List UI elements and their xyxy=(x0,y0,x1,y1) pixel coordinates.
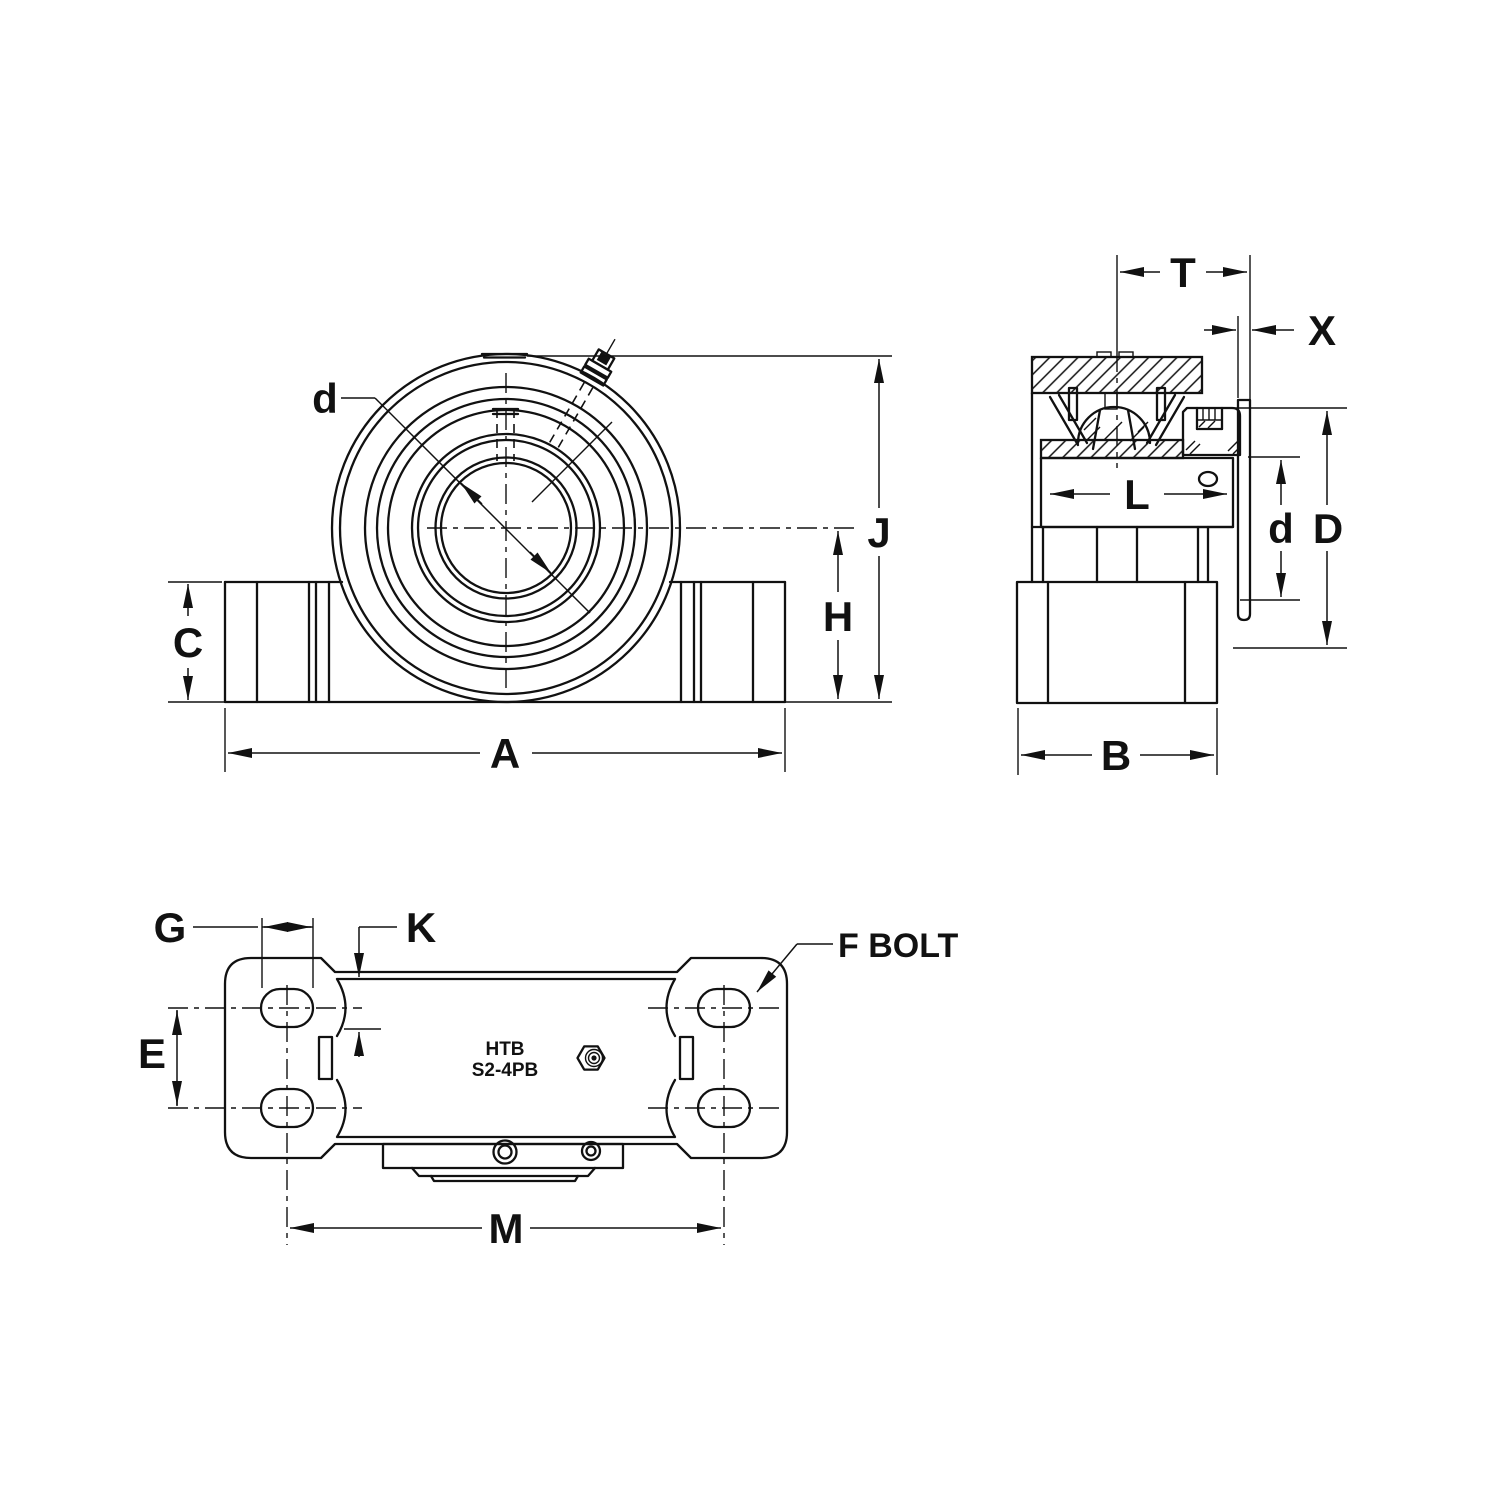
base-outline xyxy=(223,956,789,1160)
insert-ring-section xyxy=(1039,438,1185,460)
front-view: d C A J H xyxy=(168,338,892,777)
dim-label-T: T xyxy=(1170,249,1196,296)
locking-collar xyxy=(1181,406,1242,457)
side-base xyxy=(1015,580,1219,705)
bottom-dim-G: G xyxy=(154,904,314,988)
keyway-hidden-lines xyxy=(491,407,520,461)
front-base xyxy=(223,580,787,704)
flinger-plate xyxy=(1236,398,1252,622)
bottom-view: HTB S2-4PB G xyxy=(138,904,958,1252)
front-bore-dimension: d xyxy=(312,375,591,614)
dim-label-X: X xyxy=(1308,307,1336,354)
dim-label-H: H xyxy=(823,593,853,640)
bottom-dim-K: K xyxy=(344,904,436,1057)
dome-top-flat xyxy=(480,352,529,359)
bottom-callout-f-bolt: F BOLT xyxy=(756,927,958,993)
part-marking-model: S2-4PB xyxy=(472,1060,539,1081)
dim-label-G: G xyxy=(154,904,187,951)
dim-label-B: B xyxy=(1101,732,1131,779)
side-dim-L: L xyxy=(1050,471,1227,518)
front-dim-C: C xyxy=(168,581,222,700)
dim-label-M: M xyxy=(489,1205,524,1252)
housing-top-tabs xyxy=(1096,351,1134,358)
dim-label-C: C xyxy=(173,619,203,666)
front-dim-J: J xyxy=(527,355,892,699)
dim-label-K: K xyxy=(406,904,436,951)
dim-label-E: E xyxy=(138,1030,166,1077)
grease-zerk-icon xyxy=(576,1045,606,1071)
dim-label-F-bolt: F BOLT xyxy=(838,927,958,965)
side-dim-d: d xyxy=(1240,456,1300,601)
bearing-cavity xyxy=(1048,386,1186,451)
side-dim-T: T xyxy=(1116,249,1251,468)
bottom-dim-E: E xyxy=(138,1010,182,1106)
side-view: L T X xyxy=(1015,249,1347,779)
side-pedestal xyxy=(1030,525,1235,584)
grease-passage xyxy=(531,377,613,503)
dim-label-D: D xyxy=(1313,505,1343,552)
front-dim-A: A xyxy=(224,708,786,777)
part-marking-brand: HTB xyxy=(485,1039,524,1060)
side-dim-B: B xyxy=(1017,708,1218,779)
grease-fitting-icon xyxy=(579,338,616,387)
side-dim-D: D xyxy=(1230,407,1347,649)
dim-label-J: J xyxy=(867,509,890,556)
side-dim-X: X xyxy=(1204,307,1336,398)
dim-label-L: L xyxy=(1124,471,1150,518)
bottom-dim-M: M xyxy=(290,1205,721,1252)
slot-centerlines xyxy=(168,985,782,1245)
bottom-boss-block xyxy=(381,1139,625,1183)
dim-label-A: A xyxy=(490,730,520,777)
dim-label-d-side: d xyxy=(1268,505,1294,552)
dim-label-d-front: d xyxy=(312,375,338,422)
front-dim-H: H xyxy=(823,531,853,699)
